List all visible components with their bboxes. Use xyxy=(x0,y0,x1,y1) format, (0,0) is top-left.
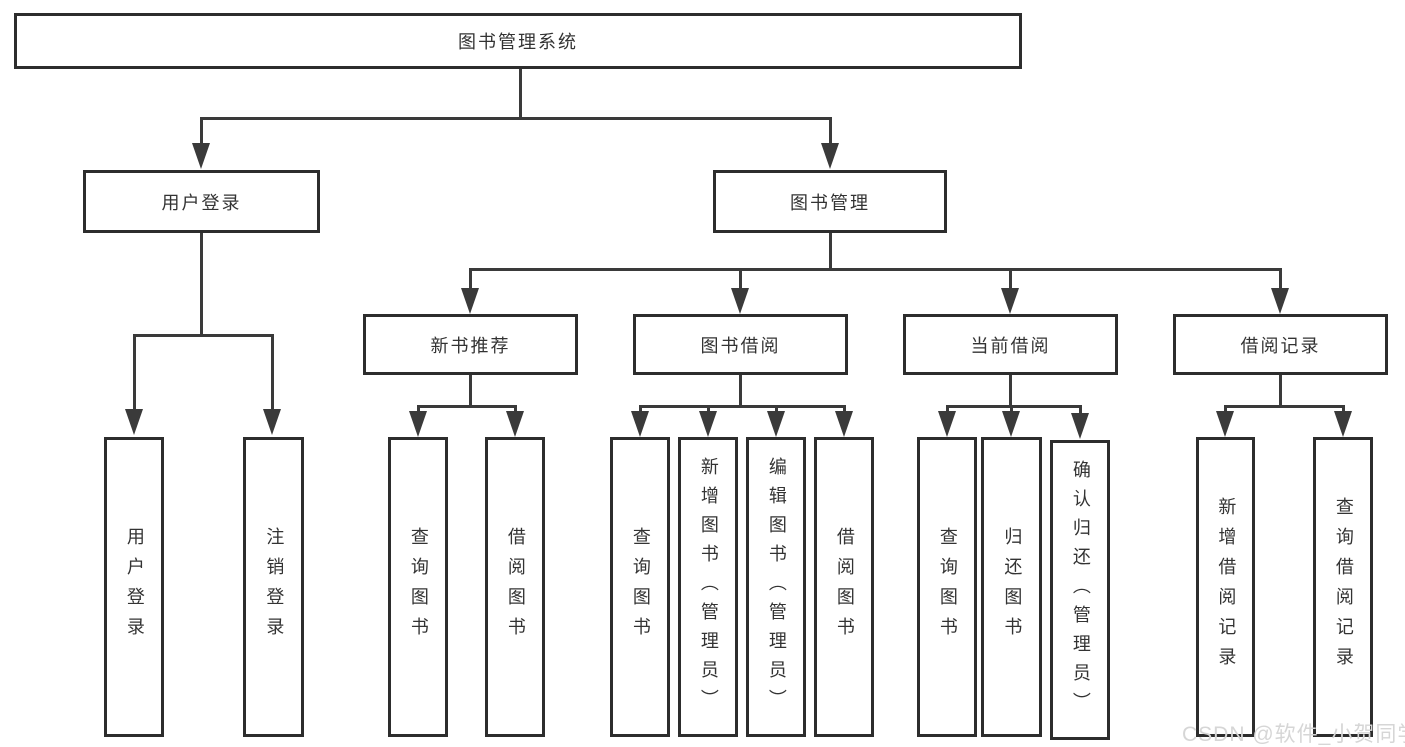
connector-line xyxy=(1224,405,1345,408)
connector-line xyxy=(133,334,136,410)
leaf-label: 借阅图书 xyxy=(505,527,526,647)
leaf-return-books: 归还图书 xyxy=(981,437,1042,737)
connector-line xyxy=(1079,405,1082,413)
arrowhead-down xyxy=(731,288,749,314)
leaf-label: 新增借阅记录 xyxy=(1216,497,1237,677)
connector-line xyxy=(639,405,846,408)
arrowhead-down xyxy=(1271,288,1289,314)
node-library-management-system: 图书管理系统 xyxy=(14,13,1022,69)
connector-line xyxy=(775,405,778,413)
leaf-user-login: 用户登录 xyxy=(104,437,164,737)
arrowhead-down xyxy=(767,411,785,437)
arrowhead-down xyxy=(409,411,427,437)
arrowhead-down xyxy=(1334,411,1352,437)
leaf-label: 用户登录 xyxy=(124,527,145,647)
leaf-label: 借阅图书 xyxy=(834,527,855,647)
node-label: 当前借阅 xyxy=(970,335,1051,356)
leaf-current-query-books: 查询图书 xyxy=(917,437,977,737)
node-book-borrowing: 图书借阅 xyxy=(633,314,848,375)
node-borrowing-records: 借阅记录 xyxy=(1173,314,1388,375)
leaf-add-borrow-record: 新增借阅记录 xyxy=(1196,437,1255,737)
arrowhead-down xyxy=(506,411,524,437)
leaf-recommend-borrow-books: 借阅图书 xyxy=(485,437,545,737)
connector-line xyxy=(946,405,949,413)
node-user-login: 用户登录 xyxy=(83,170,320,233)
connector-line xyxy=(469,268,1282,271)
arrowhead-down xyxy=(631,411,649,437)
connector-line xyxy=(829,117,832,145)
node-label: 用户登录 xyxy=(161,192,242,213)
leaf-label: 归还图书 xyxy=(1002,527,1023,647)
arrowhead-down xyxy=(125,409,143,435)
connector-line xyxy=(271,334,274,410)
leaf-label: 确认归还（管理员） xyxy=(1070,459,1091,721)
connector-line xyxy=(739,268,742,290)
node-label: 图书管理 xyxy=(790,192,870,213)
connector-line xyxy=(417,405,420,413)
connector-line xyxy=(639,405,642,413)
connector-line xyxy=(1010,405,1013,413)
arrowhead-down xyxy=(835,411,853,437)
connector-line xyxy=(200,117,203,145)
leaf-borrowing-borrow-books: 借阅图书 xyxy=(814,437,874,737)
connector-line xyxy=(417,405,517,408)
connector-line xyxy=(469,268,472,290)
leaf-add-books-admin: 新增图书（管理员） xyxy=(678,437,738,737)
leaf-label: 编辑图书（管理员） xyxy=(766,456,787,718)
node-label: 图书管理系统 xyxy=(458,32,578,52)
connector-line xyxy=(1279,375,1282,408)
leaf-label: 新增图书（管理员） xyxy=(698,456,719,718)
leaf-label: 查询图书 xyxy=(630,527,651,647)
node-book-management: 图书管理 xyxy=(713,170,947,233)
node-label: 新书推荐 xyxy=(430,335,511,356)
connector-line xyxy=(739,375,742,408)
node-label: 借阅记录 xyxy=(1240,335,1321,356)
connector-line xyxy=(946,405,1082,408)
arrowhead-down xyxy=(263,409,281,435)
arrowhead-down xyxy=(192,143,210,169)
connector-line xyxy=(514,405,517,413)
connector-line xyxy=(1224,405,1227,413)
connector-line xyxy=(1342,405,1345,413)
arrowhead-down xyxy=(1001,288,1019,314)
leaf-label: 查询图书 xyxy=(937,527,958,647)
connector-line xyxy=(200,117,832,120)
leaf-confirm-return-admin: 确认归还（管理员） xyxy=(1050,440,1110,740)
node-label: 图书借阅 xyxy=(700,335,781,356)
connector-line xyxy=(707,405,710,413)
leaf-edit-books-admin: 编辑图书（管理员） xyxy=(746,437,806,737)
arrowhead-down xyxy=(1002,411,1020,437)
leaf-query-borrow-record: 查询借阅记录 xyxy=(1313,437,1373,737)
leaf-recommend-query-books: 查询图书 xyxy=(388,437,448,737)
arrowhead-down xyxy=(1071,413,1089,439)
connector-line xyxy=(1279,268,1282,290)
connector-line xyxy=(469,375,472,408)
connector-line xyxy=(200,233,203,337)
arrowhead-down xyxy=(938,411,956,437)
connector-line xyxy=(843,405,846,413)
arrowhead-down xyxy=(1216,411,1234,437)
csdn-watermark: CSDN @软件_小贺同学 xyxy=(1182,723,1405,746)
connector-line xyxy=(1009,375,1012,408)
connector-line xyxy=(829,233,832,271)
arrowhead-down xyxy=(699,411,717,437)
node-current-borrowing: 当前借阅 xyxy=(903,314,1118,375)
connector-line xyxy=(133,334,274,337)
leaf-label: 注销登录 xyxy=(264,527,285,647)
leaf-label: 查询借阅记录 xyxy=(1333,497,1354,677)
leaf-borrowing-query-books: 查询图书 xyxy=(610,437,670,737)
leaf-label: 查询图书 xyxy=(408,527,429,647)
leaf-logout: 注销登录 xyxy=(243,437,304,737)
node-new-book-recommendation: 新书推荐 xyxy=(363,314,578,375)
connector-line xyxy=(519,69,522,119)
arrowhead-down xyxy=(461,288,479,314)
connector-line xyxy=(1009,268,1012,290)
arrowhead-down xyxy=(821,143,839,169)
